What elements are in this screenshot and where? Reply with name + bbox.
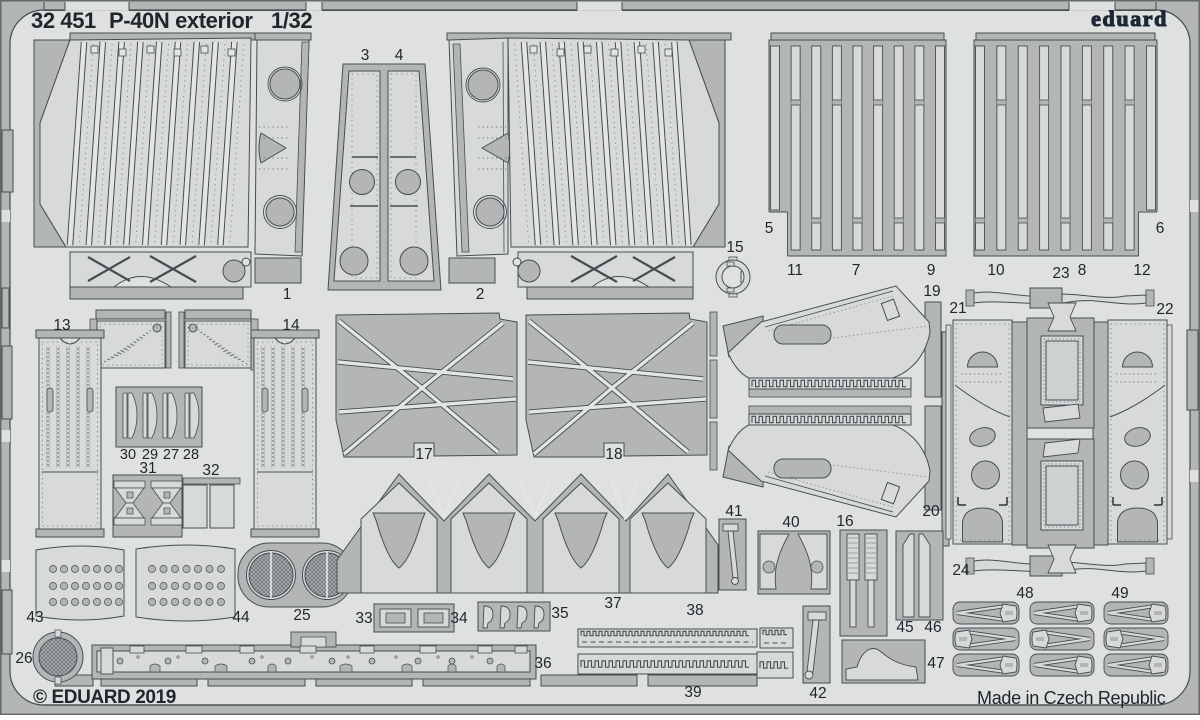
svg-text:5: 5	[765, 220, 774, 237]
svg-text:35: 35	[551, 605, 568, 622]
svg-text:11: 11	[787, 262, 803, 279]
svg-text:12: 12	[1133, 262, 1150, 279]
svg-text:21: 21	[949, 300, 966, 317]
svg-text:36: 36	[534, 655, 551, 672]
svg-text:9: 9	[927, 262, 936, 279]
svg-text:3: 3	[361, 47, 370, 64]
svg-text:eduard: eduard	[1091, 6, 1168, 31]
svg-text:29: 29	[142, 447, 158, 463]
svg-text:43: 43	[26, 609, 43, 626]
svg-text:19: 19	[923, 283, 940, 300]
svg-text:27: 27	[163, 447, 179, 463]
svg-text:28: 28	[183, 447, 199, 463]
svg-text:31: 31	[139, 460, 156, 477]
svg-text:25: 25	[293, 607, 310, 624]
svg-text:10: 10	[987, 262, 1005, 279]
svg-text:44: 44	[232, 609, 250, 626]
svg-text:32: 32	[202, 462, 219, 479]
svg-text:30: 30	[120, 447, 136, 463]
svg-text:46: 46	[924, 619, 941, 636]
svg-text:6: 6	[1156, 220, 1165, 237]
svg-text:18: 18	[605, 446, 622, 463]
svg-text:1/32: 1/32	[271, 8, 312, 33]
svg-text:2: 2	[476, 286, 485, 303]
svg-text:47: 47	[927, 655, 944, 672]
svg-text:49: 49	[1111, 585, 1128, 602]
svg-text:22: 22	[1156, 301, 1173, 318]
svg-text:33: 33	[355, 610, 372, 627]
svg-text:23: 23	[1052, 265, 1069, 282]
svg-text:34: 34	[450, 610, 468, 627]
svg-text:48: 48	[1016, 585, 1033, 602]
svg-text:39: 39	[684, 684, 701, 701]
svg-text:© EDUARD 2019: © EDUARD 2019	[33, 687, 176, 708]
svg-text:42: 42	[809, 685, 826, 702]
svg-text:8: 8	[1078, 262, 1087, 279]
svg-text:7: 7	[852, 262, 861, 279]
svg-text:26: 26	[15, 650, 32, 667]
svg-text:32 451: 32 451	[31, 8, 96, 33]
svg-text:40: 40	[782, 514, 800, 531]
svg-text:P-40N exterior: P-40N exterior	[109, 8, 253, 33]
svg-text:20: 20	[922, 503, 940, 520]
svg-text:41: 41	[725, 503, 742, 520]
svg-text:Made in Czech Republic: Made in Czech Republic	[977, 688, 1166, 708]
svg-text:37: 37	[604, 595, 621, 612]
svg-text:14: 14	[282, 317, 300, 334]
svg-text:16: 16	[836, 513, 853, 530]
svg-text:13: 13	[53, 317, 70, 334]
svg-text:15: 15	[726, 239, 743, 256]
svg-text:1: 1	[283, 286, 292, 303]
svg-text:45: 45	[896, 619, 913, 636]
svg-text:4: 4	[395, 47, 404, 64]
svg-text:24: 24	[952, 562, 970, 579]
svg-text:17: 17	[415, 446, 432, 463]
svg-text:38: 38	[686, 602, 703, 619]
